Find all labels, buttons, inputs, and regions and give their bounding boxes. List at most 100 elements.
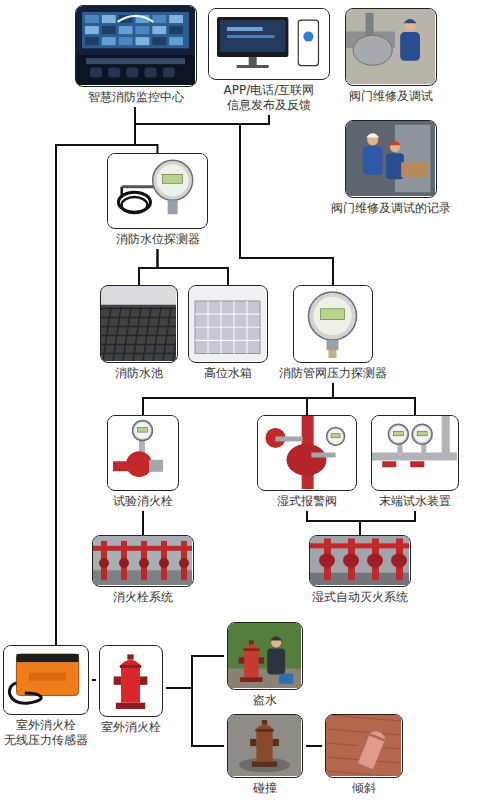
picture-frame [309,535,411,587]
picture-frame [99,645,163,717]
picture-frame [92,535,194,587]
illustration-shape [119,26,133,34]
illustration-shape [319,554,335,568]
illustration-shape [163,174,183,183]
illustration-shape [159,558,169,568]
illustration-shape [169,26,183,34]
illustration-shape [353,35,392,65]
image-caption: 消防水池 [98,366,180,381]
illustration-shape [76,6,195,85]
image-card: 湿式报警阀 [253,415,361,511]
illustration-shape [390,426,406,442]
illustration-shape [331,434,340,438]
illustration-shape [136,37,150,45]
illustration [372,416,457,489]
illustration-shape [209,9,328,78]
illustration-shape [329,350,337,358]
illustration [228,715,301,776]
illustration-shape [250,739,256,746]
illustration-shape [189,286,266,361]
illustration-shape [136,26,150,34]
connector-line [360,511,415,535]
illustration [108,416,177,489]
image-caption: 室外消火栓 [96,720,166,735]
illustration-shape [143,307,151,361]
illustration-shape [256,729,274,732]
picture-frame [107,415,179,491]
illustration-shape [122,185,157,188]
illustration-shape [239,657,245,663]
connector-line [158,249,229,285]
illustration-shape [16,654,78,696]
illustration-shape [113,461,129,471]
illustration-shape [240,677,262,682]
gauge-symbol [133,421,153,441]
illustration-shape [9,683,41,703]
connector-line [306,745,322,747]
illustration-shape [121,197,147,213]
illustration [228,623,301,688]
illustration-shape [118,16,154,22]
illustration-shape [310,543,409,548]
image-card: 室外消火栓 [96,645,166,737]
illustration-shape [326,771,401,776]
image-caption: 湿式报警阀 [253,494,361,509]
illustration-shape [400,32,420,61]
image-card: 消火栓系统 [89,535,197,607]
image-card: 阀门维修及调试的记录 [329,120,453,218]
illustration-shape [100,646,161,715]
picture-frame [345,120,437,198]
illustration-shape [303,32,313,42]
image-caption: 智慧消防监控中心 [73,90,199,105]
illustration [258,416,355,489]
picture-frame [3,645,89,715]
illustration [100,646,161,715]
image-caption: 消防水位探测器 [105,232,210,247]
illustration-shape [127,654,133,659]
illustration-shape [163,68,175,78]
illustration-shape [123,307,131,361]
illustration-shape [327,340,339,350]
connector-line [166,656,224,688]
illustration-shape [108,416,177,489]
illustration-shape [442,416,450,456]
illustration-shape [29,673,66,681]
illustration-shape [99,558,109,568]
connector-line [92,679,96,681]
connector-line [135,107,158,153]
illustration-shape [138,428,148,433]
connector-line [143,383,333,415]
illustration-shape [133,307,141,361]
image-card: 室外消火栓 无线压力传感器 [0,645,92,750]
illustration-shape [168,200,178,214]
illustration-shape [326,729,401,735]
picture-frame [107,153,208,229]
illustration-shape [363,146,383,175]
illustration-shape [86,58,185,64]
illustration-shape [346,121,435,196]
illustration-shape [372,416,457,489]
illustration-shape [163,307,171,361]
image-caption: 阀门维修及调试的记录 [329,201,453,216]
illustration-shape [85,37,99,45]
illustration-shape [294,286,371,361]
illustration-shape [313,297,351,335]
illustration-shape [152,15,166,23]
illustration-shape [140,676,147,684]
gauge-symbol [327,427,345,445]
image-caption: 末端试水装置 [368,494,462,509]
illustration-shape [270,637,282,641]
illustration-shape [126,68,138,78]
illustration-shape [118,192,150,212]
illustration-shape [195,314,260,315]
illustration-shape [328,429,342,443]
image-card: APP/电话/互联网 信息发布及反馈 [206,8,332,115]
illustration-shape [152,37,166,45]
hydrant-symbol [250,720,279,767]
illustration [326,715,401,776]
image-card: 智慧消防监控中心 [73,5,199,107]
illustration-shape [119,37,133,45]
illustration-shape [279,674,293,684]
illustration-shape [256,731,272,762]
picture-frame [325,714,403,778]
